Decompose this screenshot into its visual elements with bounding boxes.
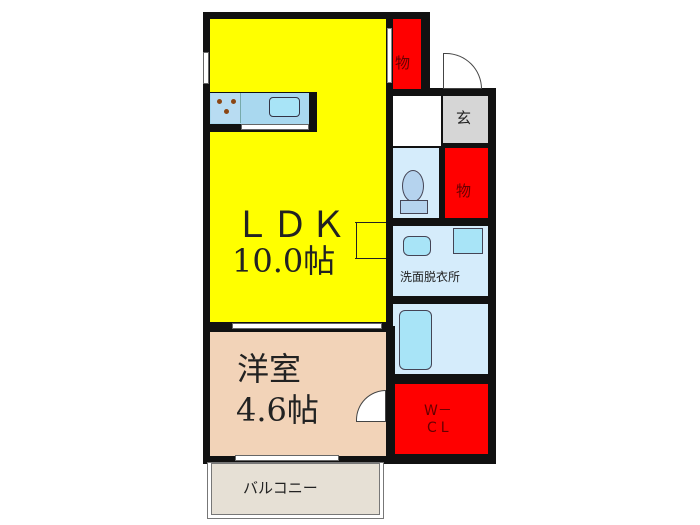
- ldk-size: 10.0帖: [232, 242, 336, 280]
- bathtub-icon: [399, 310, 432, 370]
- washer-icon: [453, 228, 483, 254]
- hallway[interactable]: [393, 96, 441, 146]
- stove-icon: [211, 93, 241, 123]
- washroom-label: 洗面脱衣所: [400, 270, 461, 284]
- sliding-door: [232, 323, 382, 329]
- balcony-label: バルコニー: [243, 479, 318, 497]
- balcony-window: [235, 455, 339, 461]
- room-storage-top[interactable]: [393, 19, 421, 89]
- storage-mid-label: 物: [456, 182, 472, 200]
- entrance-door-swing: [443, 53, 482, 89]
- room-walk-in-closet[interactable]: [393, 384, 488, 454]
- closet-door: [387, 28, 392, 83]
- storage-top-label: 物: [395, 54, 411, 72]
- entrance-label: 玄: [456, 109, 472, 127]
- room-storage-mid[interactable]: [445, 148, 488, 218]
- dimension-marker: [356, 222, 386, 258]
- burner-icon: [224, 109, 229, 114]
- burner-icon: [217, 99, 222, 104]
- room-balcony[interactable]: [211, 463, 380, 515]
- dimension-line: [355, 258, 386, 259]
- burner-icon: [231, 99, 236, 104]
- counter-edge: [241, 124, 309, 130]
- dimension-line: [355, 222, 386, 223]
- room-entrance[interactable]: [443, 96, 488, 143]
- sink-icon: [269, 97, 300, 117]
- window-left: [203, 52, 209, 84]
- room-ldk[interactable]: [210, 19, 386, 322]
- wcl-label-1: W－: [424, 403, 452, 419]
- western-name: 洋室: [237, 350, 302, 388]
- wcl-label-2: CL: [427, 420, 453, 436]
- ldk-name: ＬＤＫ: [234, 205, 349, 246]
- toilet-tank-icon: [400, 200, 428, 214]
- western-size: 4.6帖: [236, 391, 319, 429]
- toilet-icon: [402, 170, 424, 202]
- room-western[interactable]: [210, 332, 386, 456]
- washbasin-icon: [403, 236, 431, 256]
